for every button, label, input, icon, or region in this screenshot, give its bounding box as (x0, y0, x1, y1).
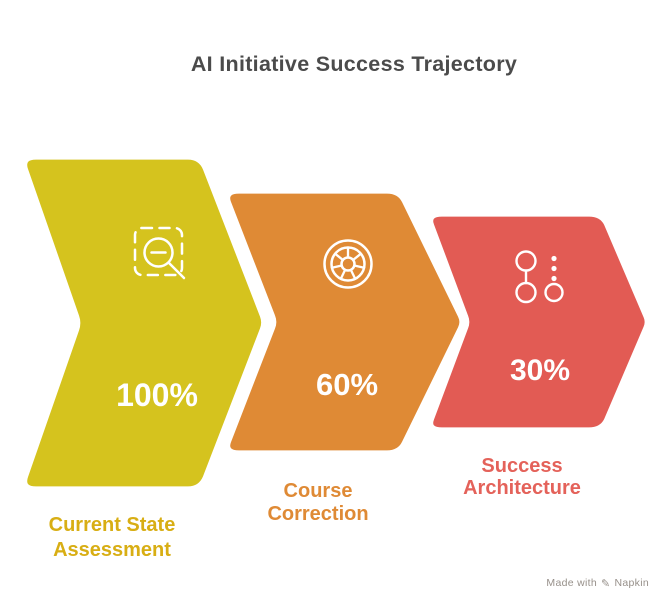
stage-1-chevron (23, 156, 265, 490)
stage-3-percent: 30% (509, 354, 571, 387)
node-bottom (515, 281, 537, 304)
stage-2-label-line1: Course (283, 480, 353, 502)
stage-1-percent: 100% (116, 377, 198, 413)
stage-1-label-line1: Current State (48, 514, 176, 536)
stage-1-label-line2: Assessment (53, 539, 171, 561)
stage-1-label: Current State Assessment (22, 513, 202, 563)
magnifier-handle (167, 261, 186, 280)
dotted-track (551, 255, 557, 282)
stage-2-label-line2: Correction (267, 502, 369, 525)
watermark: Made with ✎ Napkin (546, 577, 649, 589)
stage-3-chevron (429, 213, 648, 431)
stage-2-label: Course Correction (228, 480, 408, 525)
stage-2-chevron (226, 190, 463, 454)
stage-2-percent: 60% (315, 367, 379, 402)
page-title: AI Initiative Success Trajectory (190, 52, 518, 76)
wheel-outer-ring (323, 239, 373, 289)
wheel-icon (323, 239, 373, 289)
connected-nodes-icon (515, 250, 564, 304)
watermark-suffix: Napkin (614, 577, 649, 589)
stage-3-label-line1: Success (481, 455, 563, 477)
track-end-node (544, 282, 564, 303)
magnifier-zoom-out-icon (133, 226, 186, 280)
wheel-spokes (330, 246, 366, 281)
pen-icon: ✎ (600, 576, 611, 590)
dashed-frame (133, 226, 184, 277)
stage-3-label-line2: Architecture (463, 476, 581, 499)
stage-3-label: Success Architecture (432, 455, 612, 499)
watermark-prefix: Made with (546, 577, 597, 589)
